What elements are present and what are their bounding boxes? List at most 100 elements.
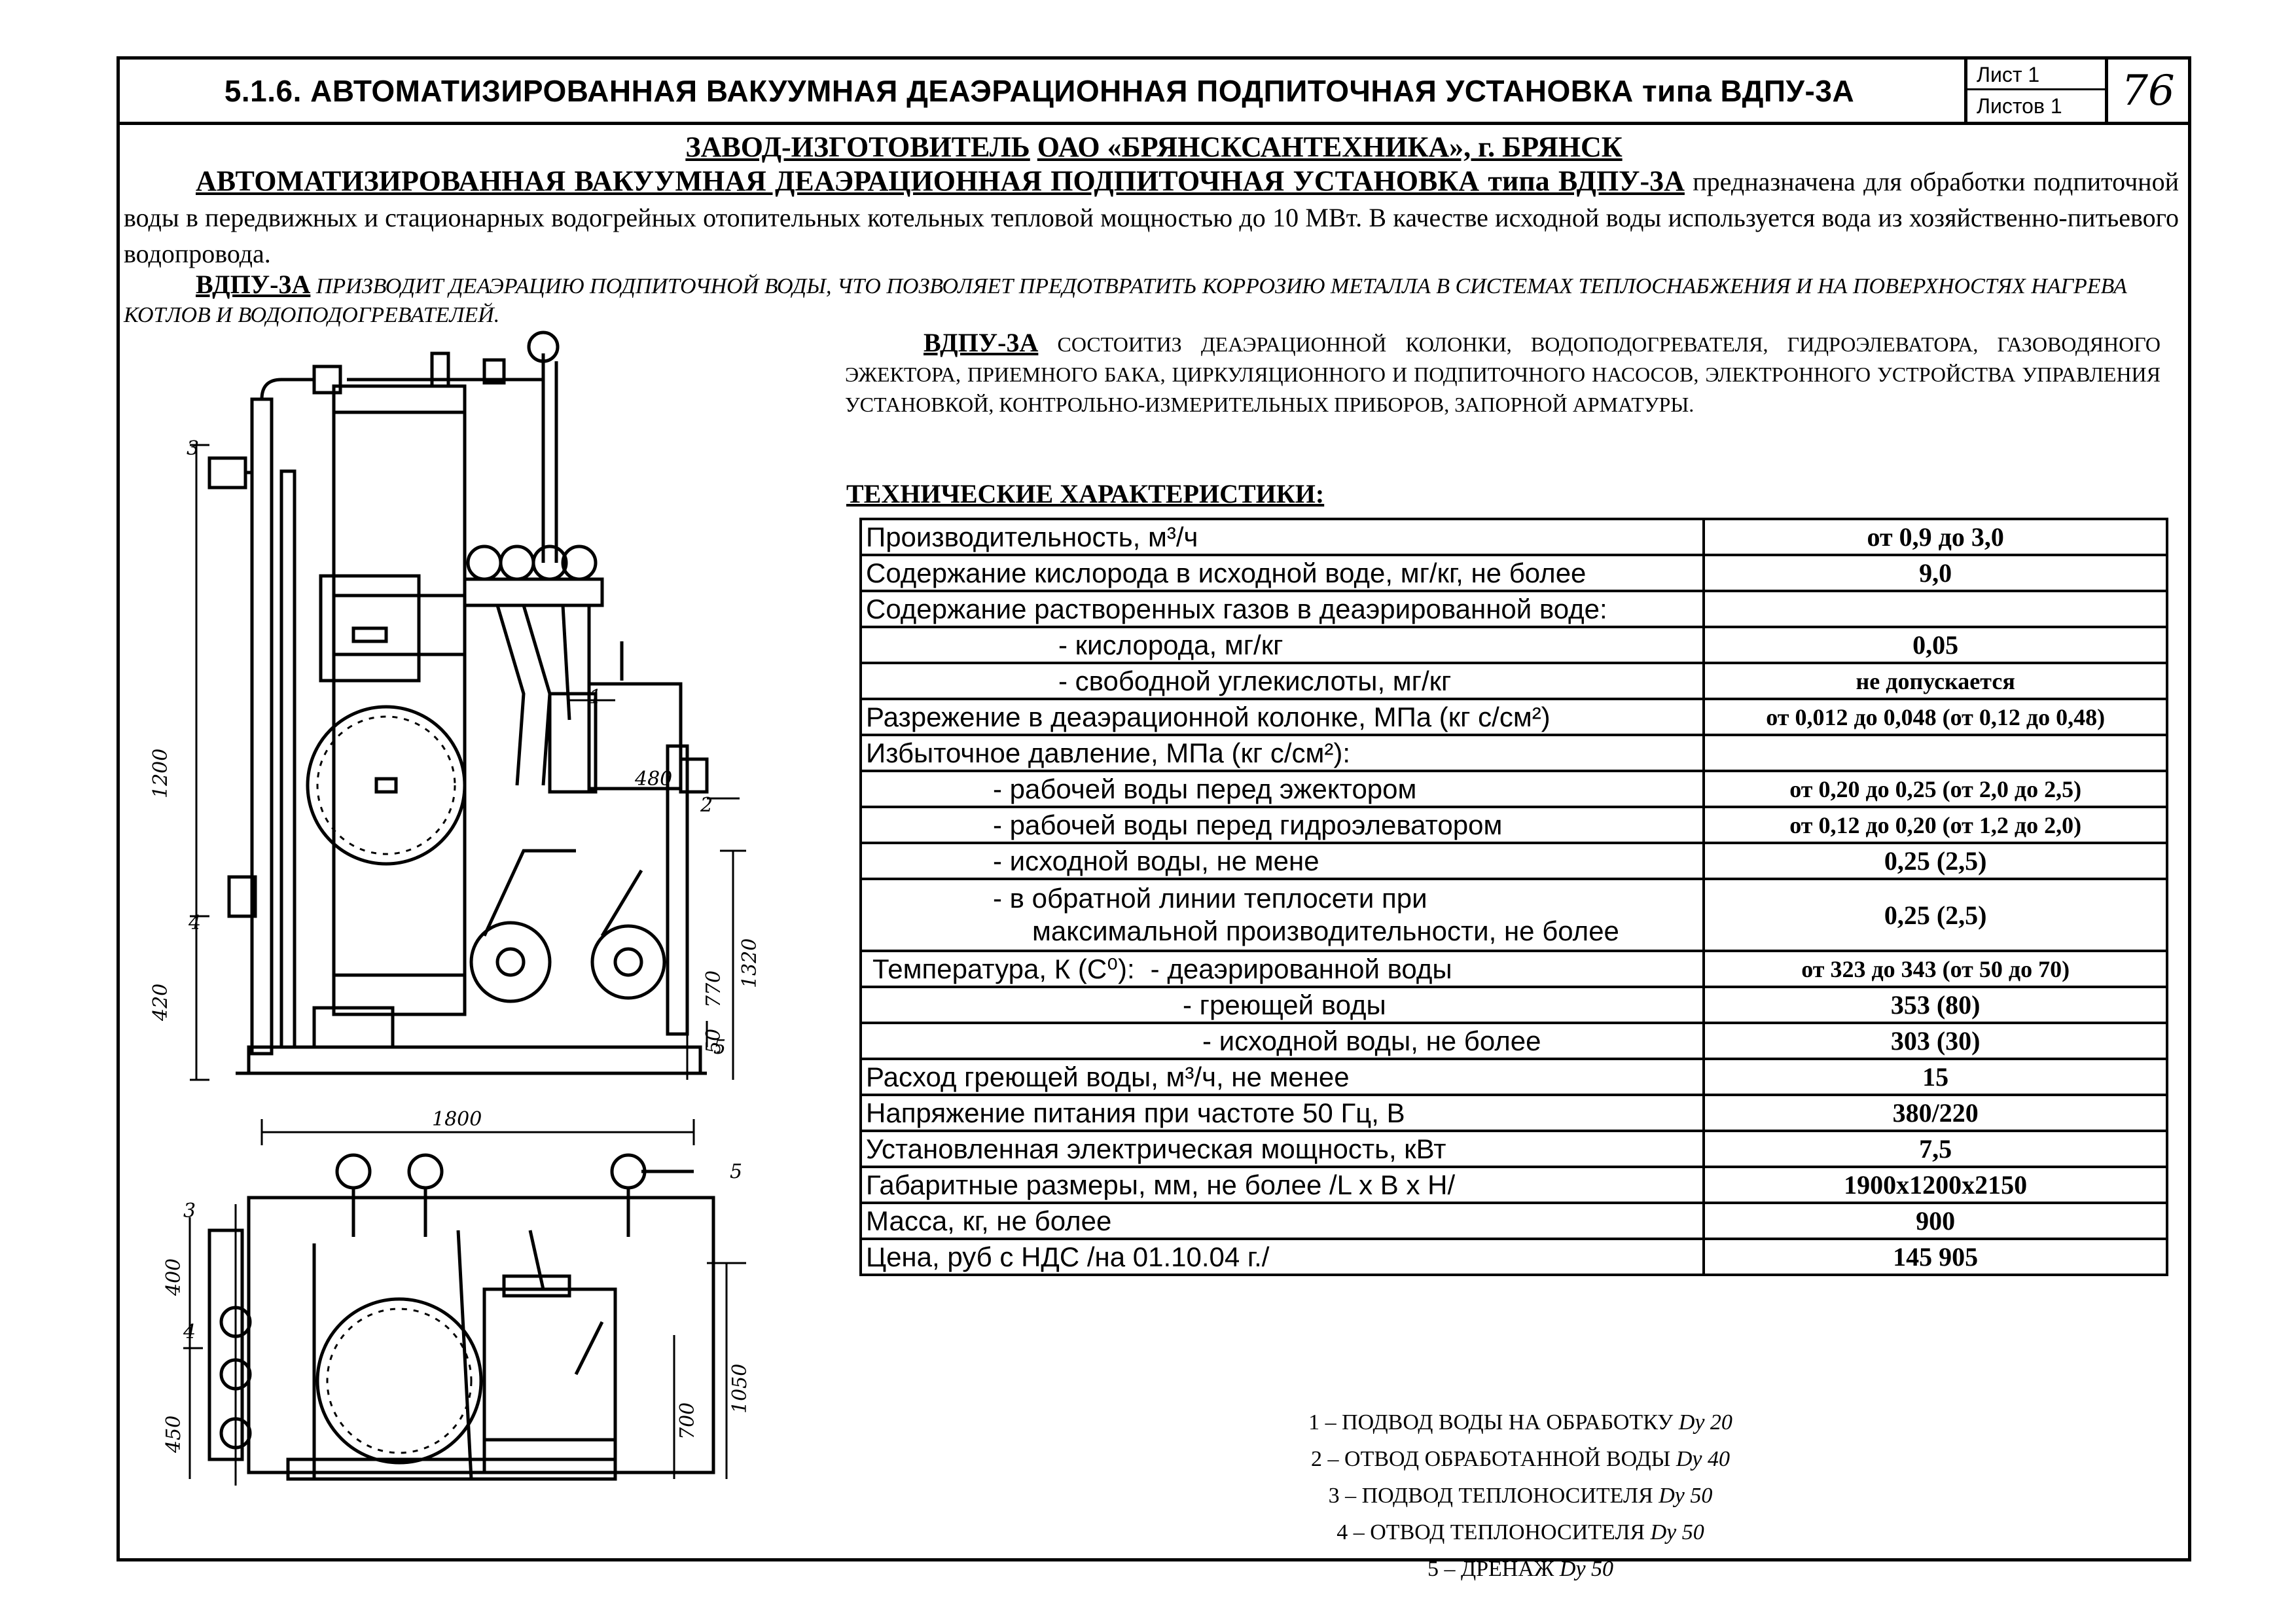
sheets-total-label: Листов 1 — [1977, 94, 2062, 118]
front-view-drawing — [190, 330, 746, 1145]
value-cell: 9,0 — [1702, 554, 2168, 592]
legend-item: 2 – ОТВОД ОБРАБОТАННОЙ ВОДЫ Dy 40 — [1095, 1441, 1946, 1478]
value-cell: 0,25 (2,5) — [1702, 878, 2168, 952]
top-view-drawing — [183, 1153, 746, 1486]
param-cell: Масса, кг, не более — [859, 1202, 1706, 1240]
legend-item: 4 – ОТВОД ТЕПЛОНОСИТЕЛЯ Dy 50 — [1095, 1514, 1946, 1551]
param-cell: - свободной углекислоты, мг/кг — [859, 662, 1706, 700]
deaeration-lead: ВДПУ-3А — [196, 270, 311, 299]
value-cell: 0,05 — [1702, 626, 2168, 664]
param-cell: Разрежение в деаэрационной колонке, МПа … — [859, 698, 1706, 736]
param-line-2: максимальной производительности, не боле… — [1032, 916, 1619, 946]
legend-item: 3 – ПОДВОД ТЕПЛОНОСИТЕЛЯ Dy 50 — [1095, 1478, 1946, 1514]
composition-paragraph: ВДПУ-3А СОСТОИТИЗ ДЕАЭРАЦИОННОЙ КОЛОНКИ,… — [845, 328, 2161, 419]
dimension-label: 1050 — [728, 1364, 751, 1414]
drawing-label: 2 — [700, 794, 713, 817]
dimension-label: 420 — [149, 984, 172, 1022]
param-cell: Напряжение питания при частоте 50 Гц, В — [859, 1094, 1706, 1132]
param-cell: Цена, руб с НДС /на 01.10.04 г./ — [859, 1238, 1706, 1276]
param-cell: Габаритные размеры, мм, не более /L x B … — [859, 1166, 1706, 1204]
value-cell: 15 — [1702, 1058, 2168, 1096]
table-row: Разрежение в деаэрационной колонке, МПа … — [859, 698, 2168, 736]
legend-text: 3 – ПОДВОД ТЕПЛОНОСИТЕЛЯ — [1328, 1484, 1659, 1508]
param-cell: - исходной воды, не более — [859, 1022, 1706, 1060]
drawing-label: 3 — [183, 1200, 196, 1222]
dimension-label: 400 — [162, 1258, 185, 1296]
value-cell: от 0,012 до 0,048 (от 0,12 до 0,48) — [1702, 698, 2168, 736]
legend-text: 5 – ДРЕНАЖ — [1427, 1557, 1560, 1581]
value-cell — [1702, 734, 2168, 772]
param-cell: Расход греющей воды, м³/ч, не менее — [859, 1058, 1706, 1096]
temp-label: Температура, К (С⁰): — [872, 953, 1135, 984]
param-cell: - рабочей воды перед гидроэлеватором — [859, 806, 1706, 844]
param-cell: Температура, К (С⁰): - деаэрированной вод… — [859, 950, 1706, 988]
dimension-label: 50 — [702, 1029, 725, 1054]
dimension-label: 1320 — [738, 938, 761, 988]
legend-size: Dy 50 — [1559, 1557, 1614, 1581]
table-row: Избыточное давление, МПа (кг с/см²): — [859, 734, 2168, 772]
intro-lead: АВТОМАТИЗИРОВАННАЯ ВАКУУМНАЯ ДЕАЭРАЦИОНН… — [196, 165, 1685, 197]
value-cell: 353 (80) — [1702, 986, 2168, 1024]
deaeration-paragraph: ВДПУ-3А ПРИЗВОДИТ ДЕАЭРАЦИЮ ПОДПИТОЧНОЙ … — [124, 270, 2179, 330]
table-row: Температура, К (С⁰): - деаэрированной вод… — [859, 950, 2168, 988]
legend-size: Dy 20 — [1678, 1410, 1732, 1435]
value-cell: 303 (30) — [1702, 1022, 2168, 1060]
param-cell: Избыточное давление, МПа (кг с/см²): — [859, 734, 1706, 772]
param-cell: - рабочей воды перед эжектором — [859, 770, 1706, 808]
value-cell: не допускается — [1702, 662, 2168, 700]
value-cell — [1702, 590, 2168, 628]
value-cell: 380/220 — [1702, 1094, 2168, 1132]
drawing-label: 3 — [187, 437, 199, 460]
value-cell: 0,25 (2,5) — [1702, 842, 2168, 880]
page-title: 5.1.6. АВТОМАТИЗИРОВАННАЯ ВАКУУМНАЯ ДЕАЭ… — [224, 73, 1855, 108]
param-cell: Содержание кислорода в исходной воде, мг… — [859, 554, 1706, 592]
dimension-label: 700 — [676, 1402, 699, 1440]
connections-legend: 1 – ПОДВОД ВОДЫ НА ОБРАБОТКУ Dy 20 2 – О… — [1095, 1404, 1946, 1588]
dimension-label: 480 — [634, 768, 672, 791]
deaeration-text: ПРИЗВОДИТ ДЕАЭРАЦИЮ ПОДПИТОЧНОЙ ВОДЫ, ЧТ… — [124, 274, 2127, 327]
value-cell: от 0,9 до 3,0 — [1702, 518, 2168, 556]
legend-size: Dy 50 — [1650, 1520, 1704, 1544]
manufacturer-label: ЗАВОД-ИЗГОТОВИТЕЛЬ — [685, 131, 1030, 163]
param-cell: - греющей воды — [859, 986, 1706, 1024]
intro-text: предназначена для обработки подпиточной … — [124, 167, 2179, 268]
legend-size: Dy 50 — [1659, 1484, 1713, 1508]
legend-item: 1 – ПОДВОД ВОДЫ НА ОБРАБОТКУ Dy 20 — [1095, 1404, 1946, 1441]
value-cell: 1900x1200x2150 — [1702, 1166, 2168, 1204]
value-cell: от 0,12 до 0,20 (от 1,2 до 2,0) — [1702, 806, 2168, 844]
legend-text: 1 – ПОДВОД ВОДЫ НА ОБРАБОТКУ — [1308, 1410, 1679, 1435]
table-row: Габаритные размеры, мм, не более /L x B … — [859, 1166, 2168, 1204]
param-line-1: - в обратной линии теплосети при — [993, 883, 1427, 914]
param-cell: - кислорода, мг/кг — [859, 626, 1706, 664]
value-cell: от 0,20 до 0,25 (от 2,0 до 2,5) — [1702, 770, 2168, 808]
param-cell: Содержание растворенных газов в деаэриро… — [859, 590, 1706, 628]
legend-text: 4 – ОТВОД ТЕПЛОНОСИТЕЛЯ — [1336, 1520, 1651, 1544]
value-cell: 7,5 — [1702, 1130, 2168, 1168]
drawing-label: 4 — [188, 912, 201, 935]
specs-title: ТЕХНИЧЕСКИЕ ХАРАКТЕРИСТИКИ: — [846, 479, 1325, 508]
param-cell: Установленная электрическая мощность, кВ… — [859, 1130, 1706, 1168]
manufacturer-line: ЗАВОД-ИЗГОТОВИТЕЛЬ ОАО «БРЯНСКСАНТЕХНИКА… — [120, 130, 2188, 164]
drawing-label: 1 — [589, 686, 601, 709]
dimension-label: 450 — [162, 1416, 185, 1454]
page-frame: 5.1.6. АВТОМАТИЗИРОВАННАЯ ВАКУУМНАЯ ДЕАЭ… — [117, 56, 2191, 1581]
drawing-label: 4 — [183, 1321, 196, 1344]
intro-paragraph: АВТОМАТИЗИРОВАННАЯ ВАКУУМНАЯ ДЕАЭРАЦИОНН… — [124, 163, 2179, 272]
legend-size: Dy 40 — [1676, 1447, 1730, 1471]
manufacturer-name: ОАО «БРЯНСКСАНТЕХНИКА», г. БРЯНСК — [1037, 131, 1623, 163]
drawing-label: 5 — [730, 1160, 742, 1183]
value-cell: 900 — [1702, 1202, 2168, 1240]
temp-sub-label: - деаэрированной воды — [1150, 953, 1452, 984]
dimension-label: 770 — [702, 971, 725, 1008]
page-number: 76 — [2105, 60, 2188, 122]
param-cell: - исходной воды, не мене — [859, 842, 1706, 880]
composition-lead: ВДПУ-3А — [924, 328, 1039, 357]
